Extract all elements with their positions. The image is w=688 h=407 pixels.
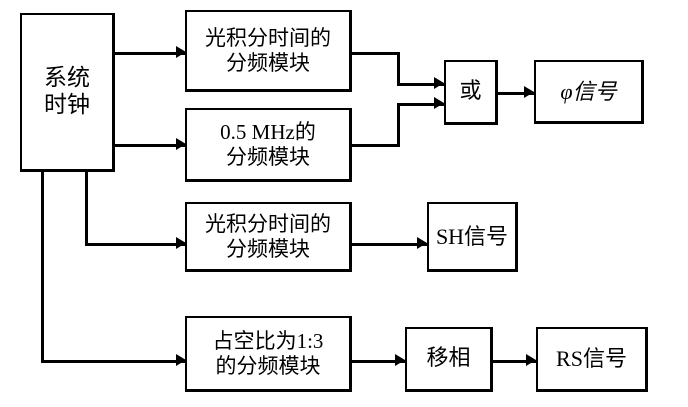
connector-phase-shift-to-rs <box>492 360 546 363</box>
connector-bus-to-duty-divider <box>41 360 188 363</box>
connector-clock-to-mhz-divider <box>114 144 188 147</box>
block-mhz-divider-line-2: 分频模块 <box>226 144 310 169</box>
connector-mhz-divider-rise <box>397 103 400 147</box>
block-integration-time-divider-2-line-1: 光积分时间的 <box>205 211 331 236</box>
arrowhead-int-divider-2-to-sh <box>417 237 427 249</box>
block-sh-signal[interactable]: SH信号 <box>427 202 518 272</box>
arrowhead-bus-to-int-divider-2 <box>176 237 186 249</box>
connector-int-divider-1-out <box>350 52 400 55</box>
block-duty-cycle-divider[interactable]: 占空比为1:3 的分频模块 <box>185 316 352 392</box>
block-phi-signal-label: φ信号 <box>560 78 617 104</box>
block-phi-signal[interactable]: φ信号 <box>534 60 644 124</box>
arrowhead-duty-to-phase-shift <box>395 354 405 366</box>
arrowhead-or-to-phi <box>524 86 534 98</box>
arrowhead-mhz-divider-to-or <box>434 97 444 109</box>
block-or-gate[interactable]: 或 <box>444 60 498 125</box>
arrowhead-int-divider-1-to-or <box>434 77 444 89</box>
connector-mhz-divider-out <box>350 144 400 147</box>
connector-clock-to-int-divider-1 <box>114 52 188 55</box>
block-rs-signal[interactable]: RS信号 <box>536 327 648 392</box>
block-system-clock[interactable]: 系统 时钟 <box>20 13 115 172</box>
block-sh-signal-label: SH信号 <box>435 223 509 249</box>
block-integration-time-divider-1-line-1: 光积分时间的 <box>205 25 331 50</box>
block-mhz-divider-line-1: 0.5 MHz的 <box>220 119 316 144</box>
connector-int-divider-1-drop <box>397 52 400 86</box>
connector-bus-to-int-divider-2 <box>85 243 188 246</box>
block-duty-cycle-divider-line-2: 的分频模块 <box>215 353 321 378</box>
block-integration-time-divider-1[interactable]: 光积分时间的 分频模块 <box>185 10 352 92</box>
block-mhz-divider[interactable]: 0.5 MHz的 分频模块 <box>185 108 352 182</box>
block-phase-shift[interactable]: 移相 <box>405 327 493 392</box>
connector-clock-bus-sh <box>85 170 88 246</box>
connector-mhz-divider-to-or <box>397 103 447 106</box>
connector-int-divider-2-to-sh <box>350 243 437 246</box>
arrowhead-bus-to-duty-divider <box>176 354 186 366</box>
block-system-clock-line-2: 时钟 <box>44 92 90 118</box>
connector-duty-to-phase-shift <box>350 360 415 363</box>
block-integration-time-divider-1-line-2: 分频模块 <box>226 50 310 75</box>
block-system-clock-line-1: 系统 <box>44 64 90 91</box>
block-duty-cycle-divider-line-1: 占空比为1:3 <box>212 328 324 353</box>
block-or-gate-label: 或 <box>459 79 482 105</box>
connector-or-to-phi <box>497 92 545 95</box>
connector-int-divider-1-to-or <box>397 83 447 86</box>
block-integration-time-divider-2[interactable]: 光积分时间的 分频模块 <box>185 202 352 272</box>
block-rs-signal-label: RS信号 <box>556 346 627 372</box>
block-phase-shift-label: 移相 <box>426 346 471 372</box>
arrowhead-clock-to-mhz-divider <box>176 138 186 150</box>
arrowhead-phase-shift-to-rs <box>526 354 536 366</box>
block-integration-time-divider-2-line-2: 分频模块 <box>226 236 310 261</box>
connector-clock-bus-duty <box>41 170 44 363</box>
arrowhead-clock-to-int-divider-1 <box>176 46 186 58</box>
